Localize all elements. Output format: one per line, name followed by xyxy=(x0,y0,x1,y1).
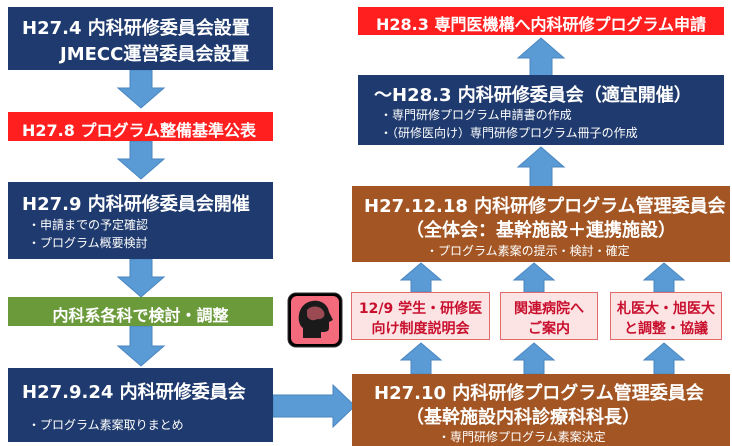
arrow-down-3 xyxy=(116,259,166,298)
box-satsui-asahi-line2: と調整・協議 xyxy=(624,321,708,337)
box-h28-3-iinkai-title: 〜H28.3 内科研修委員会（適宜開催） xyxy=(374,85,692,106)
box-kanren-byoin: 関連病院へ ご案内 xyxy=(500,292,598,340)
arrow-up-b3 xyxy=(642,342,686,374)
box-h27-12-18-line1: H27.12.18 内科研修プログラム管理委員会 xyxy=(364,196,726,217)
arrow-up-2 xyxy=(516,146,566,187)
arrow-up-p2 xyxy=(512,262,556,292)
box-h27-4-line2: JMECC運営委員会設置 xyxy=(60,44,250,65)
box-setsumeikai: 12/9 学生・研修医 向け制度説明会 xyxy=(351,292,490,340)
box-h27-12-18: H27.12.18 内科研修プログラム管理委員会 （全体会：基幹施設＋連携施設）… xyxy=(352,186,730,262)
box-naika-kento: 内科系各科で検討・調整 xyxy=(8,297,273,326)
box-h27-9-24-item1: ・プログラム素案取りまとめ xyxy=(28,418,184,432)
arrow-up-1 xyxy=(516,37,566,76)
arrow-right xyxy=(273,383,356,429)
arrow-down-2 xyxy=(116,141,166,180)
box-satsui-asahi-line1: 札医大・旭医大 xyxy=(617,301,715,317)
box-h27-10-line2: （基幹施設内科診療科科長） xyxy=(406,407,640,428)
box-h28-3-shinsei-text: H28.3 専門医機構へ内科研修プログラム申請 xyxy=(376,15,706,34)
box-h27-10-line1: H27.10 内科研修プログラム管理委員会 xyxy=(374,383,704,404)
arrow-down-1 xyxy=(116,70,166,109)
box-setsumeikai-line1: 12/9 学生・研修医 xyxy=(358,301,483,317)
arrow-up-p1 xyxy=(399,262,443,292)
arrow-up-b1 xyxy=(399,342,443,374)
box-kanren-byoin-line1: 関連病院へ xyxy=(514,301,584,317)
head-thinking-icon xyxy=(287,292,343,348)
box-h27-4: H27.4 内科研修委員会設置 JMECC運営委員会設置 xyxy=(8,7,273,70)
box-setsumeikai-line2: 向け制度説明会 xyxy=(371,321,470,337)
arrow-up-b2 xyxy=(512,342,556,374)
box-naika-kento-text: 内科系各科で検討・調整 xyxy=(52,306,229,325)
box-h27-9-24-title: H27.9.24 内科研修委員会 xyxy=(22,382,246,403)
box-h27-10: H27.10 内科研修プログラム管理委員会 （基幹施設内科診療科科長） ・専門研… xyxy=(352,374,730,446)
box-h27-9: H27.9 内科研修委員会開催 ・申請までの予定確認 ・プログラム概要検討 xyxy=(8,182,273,259)
box-h28-3-iinkai: 〜H28.3 内科研修委員会（適宜開催） ・専門研修プログラム申請書の作成 ・（… xyxy=(358,75,724,145)
box-h28-3-iinkai-item2: ・（研修医向け）専門研修プログラム冊子の作成 xyxy=(380,126,638,140)
box-h28-3-shinsei: H28.3 専門医機構へ内科研修プログラム申請 xyxy=(358,7,724,35)
box-h27-8-text: H27.8 プログラム整備基準公表 xyxy=(22,121,256,140)
box-h27-9-item2: ・プログラム概要検討 xyxy=(28,236,148,250)
arrow-down-4 xyxy=(116,326,166,367)
box-h28-3-iinkai-item1: ・専門研修プログラム申請書の作成 xyxy=(380,108,572,122)
box-h27-9-24: H27.9.24 内科研修委員会 ・プログラム素案取りまとめ xyxy=(8,368,273,442)
box-satsui-asahi: 札医大・旭医大 と調整・協議 xyxy=(610,292,722,340)
box-h27-12-18-item1: ・プログラム素案の提示・検討・確定 xyxy=(426,244,630,258)
box-h27-9-item1: ・申請までの予定確認 xyxy=(28,218,149,232)
arrow-up-p3 xyxy=(642,262,686,292)
box-kanren-byoin-line2: ご案内 xyxy=(528,321,570,337)
box-h27-12-18-line2: （全体会：基幹施設＋連携施設） xyxy=(406,220,676,241)
box-h27-9-title: H27.9 内科研修委員会開催 xyxy=(22,194,250,215)
box-h27-10-item1: ・専門研修プログラム素案決定 xyxy=(438,430,606,444)
box-h27-4-line1: H27.4 内科研修委員会設置 xyxy=(22,18,250,39)
box-h27-8: H27.8 プログラム整備基準公表 xyxy=(8,112,273,141)
